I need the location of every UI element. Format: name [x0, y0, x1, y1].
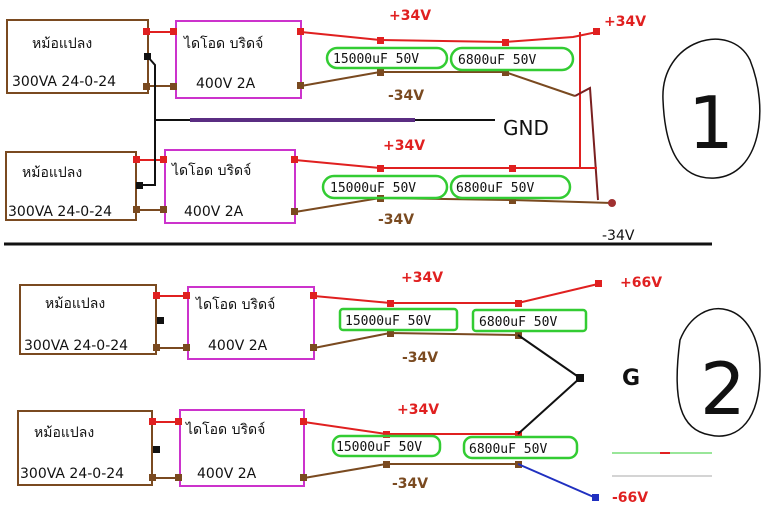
cap-oval-3a: [338, 307, 459, 332]
transformer-name-2: หม้อแปลง: [22, 165, 82, 181]
volt-label-neg-out: -34V: [602, 228, 635, 244]
bridge-box-2: [164, 149, 296, 224]
bridge-rating-2: 400V 2A: [184, 204, 244, 220]
cap-oval-1b: [449, 46, 575, 72]
transformer-rating-3: 300VA 24-0-24: [24, 338, 128, 354]
cap-label-1b: 6800uF 50V: [458, 53, 536, 68]
transformer-rating-1: 300VA 24-0-24: [12, 74, 116, 90]
circle-1: [662, 38, 761, 179]
wire-cross-brown: [574, 86, 599, 201]
rail-neg-3: [313, 331, 519, 349]
cap-oval-2a: [321, 174, 449, 200]
bridge-rating-4: 400V 2A: [197, 466, 257, 482]
rail-neg-1: [300, 71, 576, 97]
rail-pos-4: [303, 421, 518, 435]
bridge-rating-3: 400V 2A: [208, 338, 268, 354]
gnd-label: GND: [503, 116, 549, 140]
cap-label-1a: 15000uF 50V: [333, 52, 419, 67]
volt-label-pos-2: +34V: [383, 138, 425, 154]
cap-oval-4a: [331, 434, 442, 458]
g-label: G: [622, 366, 640, 391]
bridge-name-4: ไดโอด บริดจ์: [185, 421, 265, 438]
transformer-name-4: หม้อแปลง: [34, 425, 94, 441]
wire-neg66: [517, 463, 597, 499]
volt-label-pos-out: +34V: [604, 14, 646, 30]
cap-label-3b: 6800uF 50V: [479, 315, 557, 330]
transformer-name-1: หม้อแปลง: [32, 36, 92, 52]
rail-pos-1: [300, 31, 598, 44]
bridge-name-2: ไดโอด บริดจ์: [171, 162, 251, 179]
volt-label-neg-1: -34V: [388, 88, 424, 104]
cap-label-4a: 15000uF 50V: [336, 440, 422, 455]
cap-label-3a: 15000uF 50V: [345, 314, 431, 329]
transformer-box-3: [19, 284, 157, 355]
rail-neg-2: [294, 196, 613, 213]
volt-label-neg-2: -34V: [378, 212, 414, 228]
volt-label-pos66: +66V: [620, 275, 662, 291]
bridge-name-1: ไดโอด บริดจ์: [183, 35, 263, 52]
rail-pos-2: [294, 159, 597, 169]
series-join: [517, 334, 582, 435]
cap-oval-1a: [325, 46, 449, 70]
cap-oval-2b: [449, 174, 572, 200]
volt-label-pos-4: +34V: [397, 402, 439, 418]
transformer-rating-4: 300VA 24-0-24: [20, 466, 124, 482]
transformer-box-4: [17, 410, 153, 486]
transformer-name-3: หม้อแปลง: [45, 296, 105, 312]
bridge-box-3: [187, 286, 315, 360]
rail-pos-3: [313, 283, 599, 304]
volt-label-pos-3: +34V: [401, 270, 443, 286]
center-tap-2: [139, 120, 156, 186]
cap-label-2a: 15000uF 50V: [330, 181, 416, 196]
volt-label-neg-4: -34V: [392, 476, 428, 492]
cap-oval-4b: [462, 435, 579, 460]
volt-label-neg66: -66V: [612, 490, 648, 506]
bridge-rating-1: 400V 2A: [196, 76, 256, 92]
cap-oval-3b: [471, 308, 588, 333]
cap-label-2b: 6800uF 50V: [456, 181, 534, 196]
bridge-box-1: [175, 20, 302, 99]
transformer-rating-2: 300VA 24-0-24: [8, 204, 112, 220]
circle-2: [676, 308, 761, 437]
volt-label-pos-1: +34V: [389, 8, 431, 24]
section-number-2: 2: [700, 347, 746, 431]
section-number-1: 1: [688, 81, 734, 165]
bridge-box-4: [179, 409, 305, 487]
volt-label-neg-3: -34V: [402, 350, 438, 366]
cap-label-4b: 6800uF 50V: [469, 442, 547, 457]
bridge-name-3: ไดโอด บริดจ์: [195, 296, 275, 313]
